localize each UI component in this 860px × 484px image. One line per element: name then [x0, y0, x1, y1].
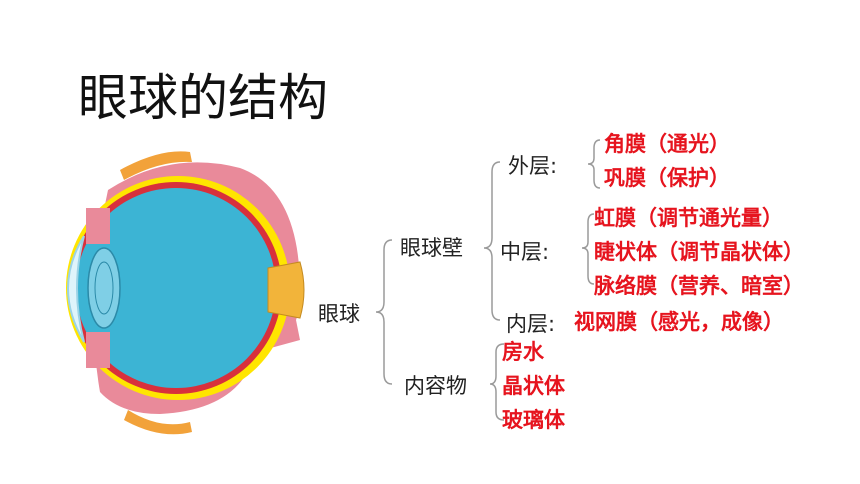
cornea	[67, 235, 85, 343]
lens-ring	[94, 261, 114, 315]
leaf-lens: 晶状体	[502, 374, 565, 398]
page-title: 眼球的结构	[78, 69, 328, 127]
upper-eyelid-strip	[120, 151, 192, 180]
bracket-outer	[587, 139, 601, 189]
leaf-iris: 虹膜（调节通光量）	[594, 206, 783, 230]
node-outer-layer: 外层:	[508, 154, 558, 178]
leaf-aqueous-humor: 房水	[502, 340, 544, 364]
lens	[87, 247, 121, 329]
bracket-contents	[489, 343, 505, 421]
node-contents: 内容物	[404, 374, 467, 398]
lower-eyelid-strip	[124, 410, 192, 435]
ciliary-body-upper	[86, 208, 110, 244]
node-inner-layer: 内层:	[506, 312, 556, 336]
ciliary-body-lower	[86, 332, 110, 368]
leaf-choroid: 脉络膜（营养、暗室）	[594, 274, 804, 298]
leaf-vitreous-body: 玻璃体	[502, 408, 565, 432]
bracket-wall	[483, 161, 501, 321]
root-node-eyeball: 眼球	[318, 302, 360, 326]
bracket-root	[375, 239, 393, 385]
node-middle-layer: 中层:	[500, 240, 550, 264]
node-eyeball-wall: 眼球壁	[400, 236, 463, 260]
bracket-middle	[581, 213, 595, 285]
vitreous-body	[76, 188, 276, 388]
optic-nerve	[267, 261, 305, 319]
leaf-ciliary-body: 睫状体（调节晶状体）	[594, 240, 804, 264]
leaf-sclera: 巩膜（保护）	[604, 166, 730, 190]
leaf-retina: 视网膜（感光，成像）	[574, 310, 784, 334]
leaf-cornea: 角膜（通光）	[604, 132, 730, 156]
